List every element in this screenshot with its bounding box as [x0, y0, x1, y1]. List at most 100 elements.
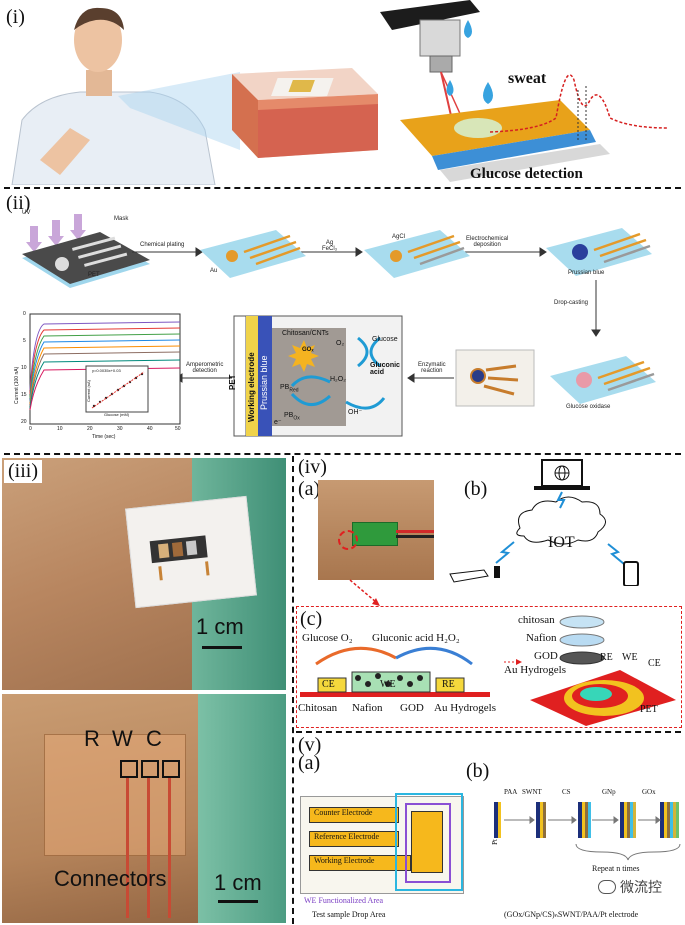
inset-ylabel: Current (nA) [86, 379, 91, 402]
iot-label: IOT [548, 534, 575, 551]
layer-cs: CS [562, 788, 571, 796]
panel-v-a: (a) [298, 752, 321, 774]
we-functionalized-area-label: WE Functionalized Area [304, 896, 384, 905]
panel-i-label: (i) [6, 6, 25, 28]
pet-label: PET [88, 272, 100, 278]
layer-swnt: SWNT [522, 788, 542, 796]
watermark: 微流控 [598, 877, 662, 897]
plot-xtick-2: 20 [87, 426, 93, 432]
sleeve-2 [198, 694, 286, 923]
scale-bar-label-2: 1 cm [214, 870, 262, 895]
electrochemical-deposition-label: Electrochemical deposition [466, 236, 509, 248]
re3d-label: RE [600, 652, 613, 663]
separator-3 [296, 731, 681, 733]
test-sample-drop-area-label: Test sample Drop Area [312, 910, 386, 919]
mask-label: Mask [114, 216, 129, 222]
repeat-label: Repeat n times [592, 864, 640, 873]
prussian-blue-label: Prussian blue [568, 270, 605, 276]
electrode-c-label: C [146, 726, 162, 751]
stack-nafion: Nafion [526, 632, 557, 644]
glucose-o2-label: Glucose O₂ [302, 632, 353, 644]
panel-v-b: (b) [466, 760, 490, 782]
layer-gox: GOx [642, 788, 656, 796]
plot-xtick-3: 30 [117, 426, 123, 432]
chem-h2o2: H₂O₂ [330, 376, 346, 383]
nafion-label: Nafion [352, 702, 383, 714]
chem-pbred: PBRed [280, 384, 299, 393]
chem-pbox: PBOx [284, 412, 300, 421]
plot-ytick-0: 0 [23, 311, 26, 317]
re-label: RE [442, 679, 455, 690]
enzymatic-reaction-label: Enzymatic reaction [418, 362, 446, 374]
drop-casting-label: Drop-casting [554, 300, 589, 306]
sweat-label: sweat [508, 70, 547, 87]
panel-i-illustration [11, 0, 669, 185]
chem-working-electrode: Working electrode [247, 352, 256, 422]
chitosan-label: Chitosan [298, 702, 338, 714]
we3d-label: WE [622, 652, 638, 663]
plot-xtick-4: 40 [147, 426, 153, 432]
plot-ytick-1: 5 [23, 338, 26, 344]
person-figure [11, 7, 216, 185]
working-electrode-label: Working Electrode [314, 856, 375, 865]
layer-paa: PAA [504, 788, 518, 796]
panel-v-label: (v) [298, 734, 322, 756]
plot-xtick-0: 0 [29, 426, 32, 432]
pt-label: Pt [490, 839, 499, 845]
stack-chitosan: chitosan [518, 614, 555, 626]
zoom-arrow [349, 579, 380, 606]
agcl-label: AgCl [392, 234, 406, 240]
chemical-plating-label: Chemical plating [140, 242, 185, 248]
plot-ytick-2: 10 [21, 365, 27, 371]
chem-oh: OH⁻ [348, 409, 363, 416]
amperometric-detection-label: Amperometric detection [186, 362, 224, 374]
panel-iv-c: (c) [300, 608, 323, 630]
panel-v: (v) (a) (b) Counter Electrode Reference … [296, 734, 685, 924]
arm-sensor-photo [318, 480, 434, 580]
counter-electrode-label: Counter Electrode [314, 808, 373, 817]
uv-label: UV [22, 210, 31, 216]
chem-o2: O₂ [336, 340, 345, 347]
chem-glucose: Glucose [372, 336, 398, 343]
panel-iv-a: (a) [298, 478, 321, 500]
stack-god: GOD [534, 650, 558, 662]
electrode-r-label: R [84, 726, 100, 751]
chem-prussian-blue: Prussian blue [259, 355, 269, 410]
stack-au-hydrogels: Au Hydrogels [504, 664, 567, 676]
wechat-icon [598, 880, 616, 894]
sensor-patch [125, 495, 257, 609]
ag-fecl3-label: Ag FeCl₃ [322, 240, 338, 252]
connectors-label: Connectors [54, 866, 167, 891]
layer-by-layer-diagram [494, 802, 681, 861]
watermark-text: 微流控 [620, 879, 662, 895]
separator-2 [4, 453, 681, 455]
plot-xtick-1: 10 [57, 426, 63, 432]
panel-iv-b: (b) [464, 478, 488, 500]
zoom-beam [118, 72, 240, 150]
chem-pbox-sub: Ox [293, 415, 300, 422]
plot-xlabel: Time (sec) [92, 434, 116, 440]
chem-pbox-text: PB [284, 412, 294, 419]
sweat-sensor [400, 100, 610, 182]
panel-ii-label: (ii) [6, 192, 31, 214]
chem-chitosan-cnts: Chitosan/CNTs [282, 330, 329, 337]
panel-i: (i) [0, 0, 685, 185]
plot-ylabel: Current (100 nA) [14, 366, 20, 404]
au-label: Au [210, 268, 218, 274]
wrist-photo [2, 458, 286, 690]
panel-iv-label: (iv) [298, 456, 327, 478]
we-label: WE [380, 679, 396, 690]
god-label: GOD [400, 702, 424, 714]
plot-xtick-5: 50 [175, 426, 181, 432]
pet3d-label: PET [640, 704, 658, 715]
iot-diagram [449, 459, 639, 586]
au-hydrogels-label: Au Hydrogels [434, 702, 497, 714]
chem-e: e⁻ [274, 419, 282, 426]
panel-ii-process [22, 214, 656, 437]
gluconic-h2o2-label: Gluconic acid H₂O₂ [372, 632, 460, 644]
separator-vertical [292, 456, 294, 924]
inset-xlabel: Glucose (mM) [104, 412, 130, 417]
electrode-formula: (GOx/GNp/CS)ₙSWNT/PAA/Pt electrode [504, 910, 639, 919]
reference-electrode-label: Reference Electrode [314, 832, 380, 841]
separator-1 [4, 187, 681, 189]
